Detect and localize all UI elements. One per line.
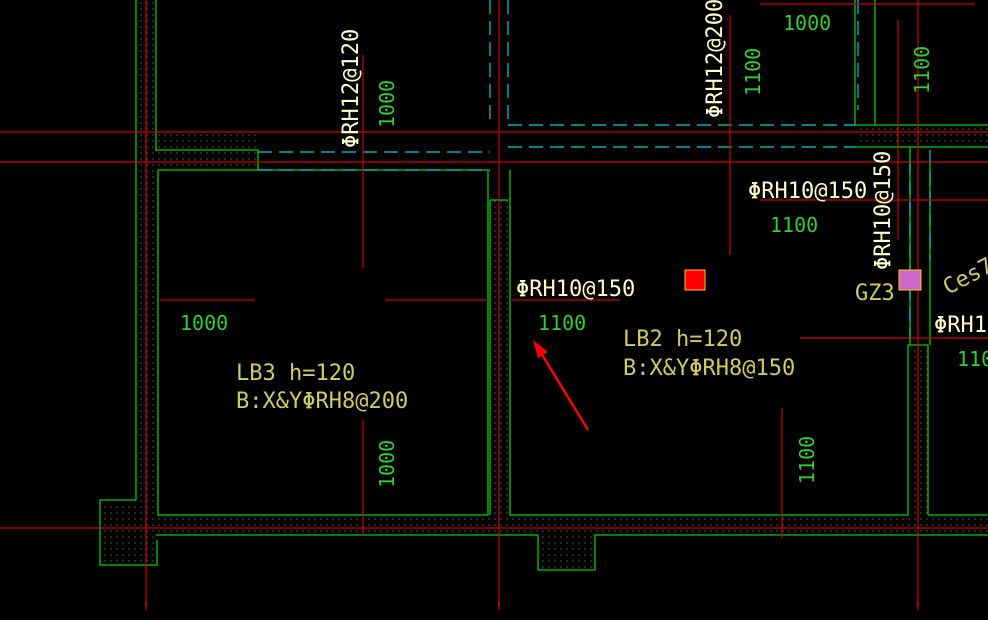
dim-label-right-panel: 1100 — [770, 213, 818, 237]
rebar-label-right-vertical: ΦRH10@150 — [871, 151, 896, 270]
axis-end-ticks — [145, 602, 919, 605]
dim-label-top-mid: 1100 — [741, 48, 765, 96]
rebar-label-top-left: ΦRH12@120 — [339, 29, 364, 148]
dim-label-top-left: 1000 — [375, 80, 399, 128]
partial-label: Ces7 — [939, 253, 988, 300]
dim-label-left-panel: 1000 — [180, 311, 228, 335]
slab-lb2-title: LB2 h=120 — [623, 327, 742, 352]
dim-label-top-right-vertical: 1100 — [910, 46, 934, 94]
dim-label-top-right-horizontal: 1000 — [783, 11, 831, 35]
rebar-label-top-mid: ΦRH12@200 — [703, 0, 728, 118]
selection-marker[interactable] — [684, 269, 706, 291]
column-label-gz3: GZ3 — [855, 281, 895, 306]
dim-label-bottom-left: 1000 — [375, 440, 399, 488]
rebar-label-center: ΦRH10@150 — [516, 277, 635, 302]
slab-lb2-spec: B:X&YΦRH8@150 — [623, 356, 795, 381]
slab-lb3-spec: B:X&YΦRH8@200 — [236, 389, 408, 414]
dim-label-center-panel: 1100 — [538, 311, 586, 335]
rebar-label-right-horizontal: ΦRH10@150 — [748, 179, 867, 204]
slab-lb3-title: LB3 h=120 — [236, 361, 355, 386]
wall-outlines — [99, 0, 988, 571]
annotation-arrow — [533, 340, 590, 431]
rebar-label-far-right: ΦRH1 — [934, 313, 987, 338]
dashed-beams — [258, 0, 931, 340]
dim-label-far-right: 110 — [957, 347, 988, 371]
column-gz3-marker[interactable] — [898, 269, 922, 291]
dim-label-bottom-right: 1100 — [795, 436, 819, 484]
wall-hatching — [100, 0, 988, 570]
